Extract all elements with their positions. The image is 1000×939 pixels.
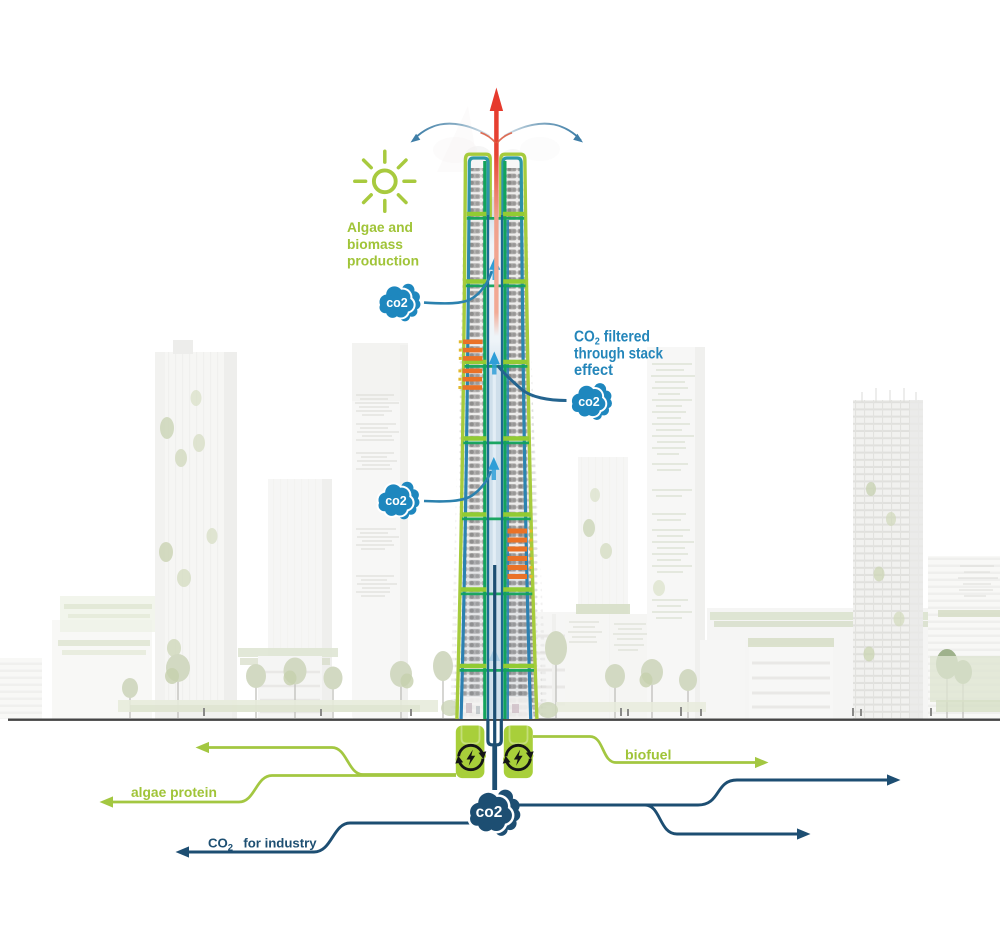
svg-text:production: production — [347, 254, 419, 269]
svg-text:co2: co2 — [578, 395, 600, 409]
svg-text:CO2 filtered: CO2 filtered — [574, 329, 650, 348]
svg-text:biofuel: biofuel — [625, 748, 672, 764]
svg-text:algae protein: algae protein — [131, 785, 217, 800]
svg-text:co2: co2 — [386, 296, 408, 310]
svg-text:co2: co2 — [476, 804, 503, 821]
svg-text:through stack: through stack — [574, 346, 663, 363]
svg-text:biomass: biomass — [347, 237, 403, 252]
svg-text:CO2 for industry: CO2 for industry — [208, 836, 317, 854]
svg-text:effect: effect — [574, 362, 614, 379]
svg-text:co2: co2 — [385, 494, 407, 508]
svg-text:Algae and: Algae and — [347, 220, 413, 235]
